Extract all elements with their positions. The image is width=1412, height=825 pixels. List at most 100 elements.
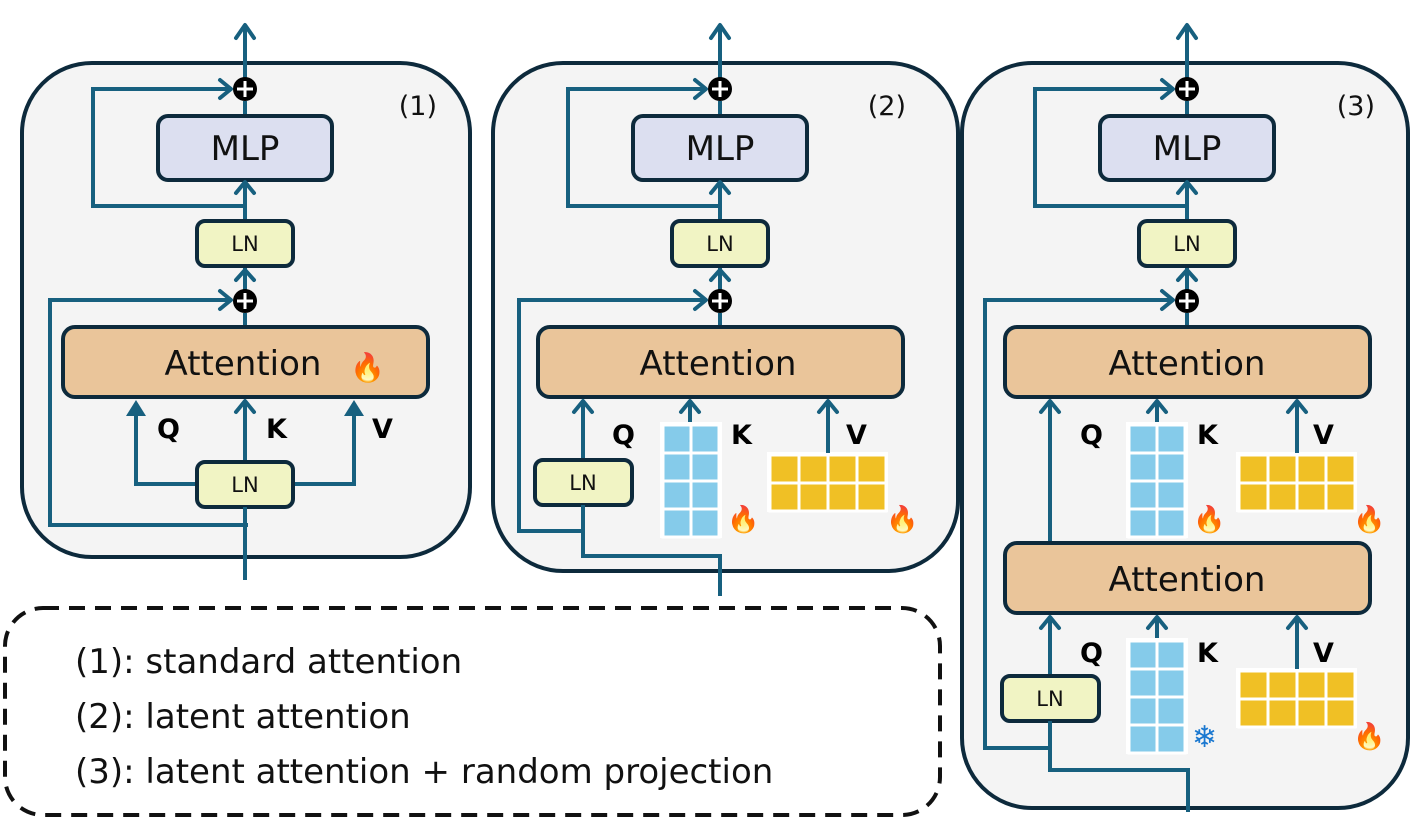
arrowhead: [1039, 399, 1061, 414]
ln-label: LN: [706, 232, 733, 256]
panel-2-frame: [491, 61, 960, 573]
add-node-icon: [706, 75, 734, 103]
k-cell: [1127, 423, 1159, 455]
v-cell: [1237, 669, 1270, 701]
input-wire: [1048, 721, 1190, 812]
k-cell: [1155, 423, 1187, 455]
fire-icon: 🔥: [886, 504, 918, 534]
k-label: K: [266, 414, 288, 445]
v-cell: [826, 481, 859, 513]
k-cell: [1155, 451, 1187, 483]
v-label: V: [846, 420, 867, 451]
q-wire: [134, 403, 197, 486]
snowflake-icon: ❄: [1192, 721, 1217, 754]
v-cell: [1295, 669, 1328, 701]
arrowhead: [817, 399, 839, 414]
k-cell: [1127, 507, 1159, 539]
k-cell: [1155, 507, 1187, 539]
arrowhead: [1146, 615, 1168, 630]
q-label: Q: [612, 420, 635, 451]
legend-item-2: (2): latent attention: [75, 697, 411, 737]
input-ln-label: LN: [569, 471, 596, 495]
v-cell: [1266, 453, 1299, 485]
v-cell: [1266, 697, 1299, 729]
arrowhead: [1286, 399, 1308, 414]
k-cell: [661, 423, 693, 455]
k-label: K: [1197, 420, 1219, 451]
k-cell: [1127, 479, 1159, 511]
k-cell: [689, 451, 721, 483]
v-cell: [797, 481, 830, 513]
legend: (1): standard attention (2): latent atte…: [3, 606, 942, 817]
v-cell: [855, 481, 888, 513]
k-cell: [661, 479, 693, 511]
fire-icon: 🔥: [1193, 504, 1225, 534]
mlp-residual-wire: [566, 87, 720, 208]
add-node-icon: [1173, 287, 1201, 315]
v-cell: [1295, 481, 1328, 513]
ln-label: LN: [231, 232, 258, 256]
arrowhead: [218, 289, 233, 311]
v-label: V: [1313, 420, 1334, 451]
arrowhead: [1039, 615, 1061, 630]
v-label: V: [372, 414, 393, 445]
v-cell: [1237, 453, 1270, 485]
ln-block: [670, 219, 770, 268]
panel-latent-attention-random-projection: (3) MLP LN Attention Q: [960, 23, 1410, 812]
v-wire: [293, 403, 356, 486]
k-cell: [1155, 723, 1187, 755]
arrowhead: [234, 268, 256, 282]
arrowhead: [344, 400, 364, 416]
v-cell: [1324, 669, 1357, 701]
attention-block: [536, 325, 905, 399]
v-cell: [1295, 697, 1328, 729]
output-arrowhead: [234, 23, 256, 40]
attention-label: Attention: [165, 344, 322, 384]
arrowhead: [234, 180, 256, 195]
panel-standard-attention: (1) MLP LN Attention 🔥 Q K: [20, 23, 472, 580]
attention-block: [61, 325, 430, 399]
mlp-label: MLP: [686, 129, 755, 169]
q-label: Q: [1080, 638, 1103, 669]
k-cell: [1155, 639, 1187, 671]
k-cell: [1155, 667, 1187, 699]
k-cell: [689, 423, 721, 455]
fire-icon: 🔥: [1353, 504, 1385, 534]
k-cell: [1155, 479, 1187, 511]
panel-latent-attention: (2) MLP LN Attention Q: [491, 23, 960, 596]
lower-attention-label: Attention: [1109, 560, 1266, 600]
input-ln-label: LN: [231, 473, 258, 497]
v-cell: [768, 481, 801, 513]
input-ln-label: LN: [1036, 687, 1063, 711]
mlp-label: MLP: [1153, 129, 1222, 169]
ln-block: [195, 219, 295, 268]
add-node-icon: [706, 287, 734, 315]
mlp-residual-wire: [1033, 87, 1187, 208]
arrowhead: [1176, 180, 1198, 195]
legend-box: [3, 606, 942, 817]
add-node-icon: [1173, 75, 1201, 103]
ln-label: LN: [1173, 232, 1200, 256]
k-cell: [1127, 667, 1159, 699]
k-cell: [661, 507, 693, 539]
attention-residual-wire: [983, 298, 1173, 750]
arrowhead: [126, 400, 146, 416]
v-matrix: [1236, 668, 1357, 729]
arrowhead: [679, 399, 701, 414]
k-matrix-random-projection: [1126, 638, 1188, 755]
arrowhead: [1160, 78, 1175, 100]
k-label: K: [731, 420, 753, 451]
v-label: V: [1313, 638, 1334, 669]
k-cell: [689, 507, 721, 539]
q-label: Q: [157, 414, 180, 445]
output-arrowhead: [709, 23, 731, 40]
arrowhead: [1286, 615, 1308, 630]
residual-arrowhead: [218, 78, 233, 100]
q-label: Q: [1080, 420, 1103, 451]
v-cell: [1324, 453, 1357, 485]
v-cell: [1324, 481, 1357, 513]
arrowhead: [1146, 399, 1168, 414]
add-node-icon: [231, 75, 259, 103]
v-matrix: [767, 452, 888, 513]
arrowhead: [693, 289, 708, 311]
